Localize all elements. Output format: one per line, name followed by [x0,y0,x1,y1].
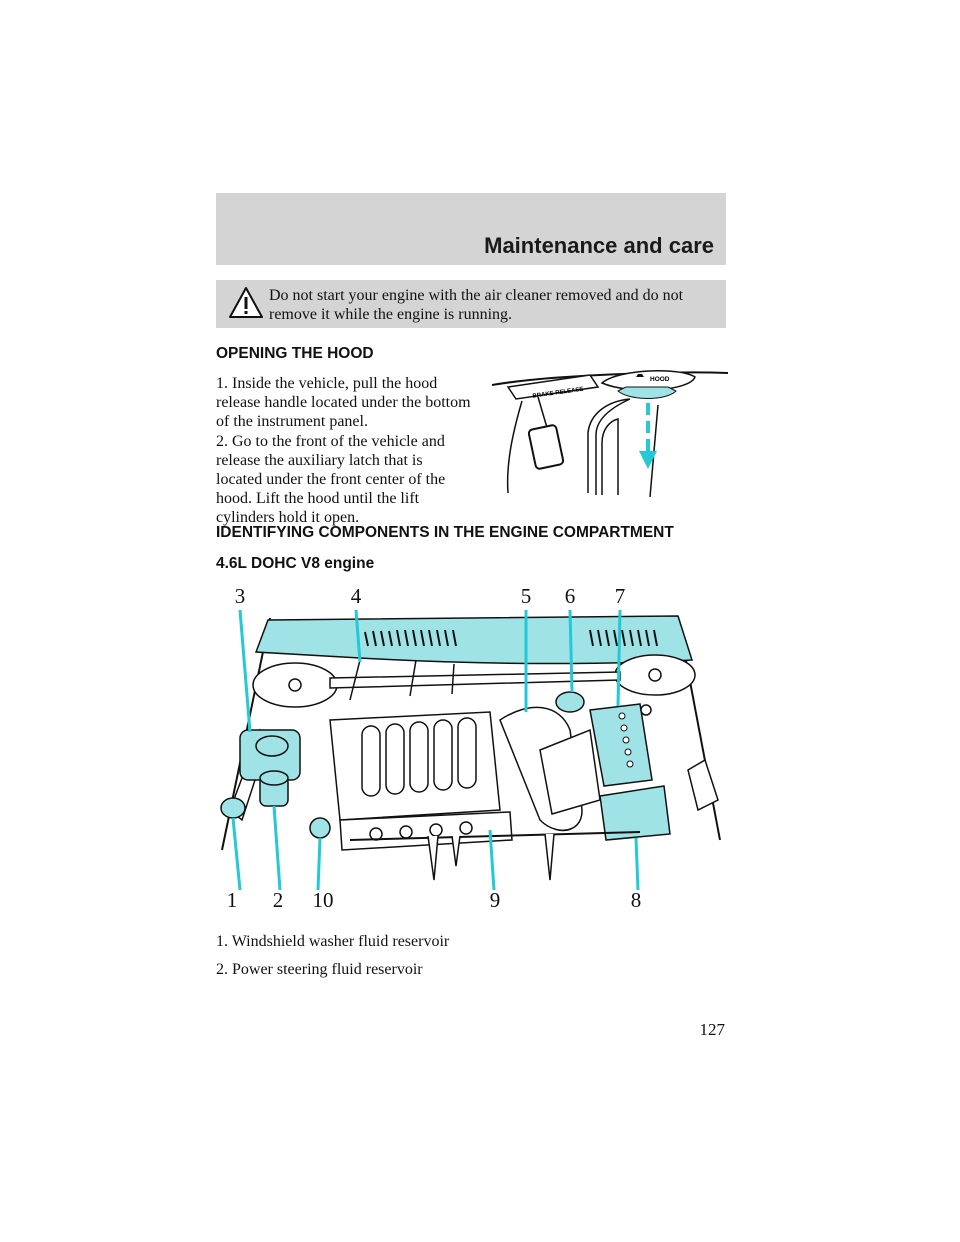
hood-release-illustration: BRAKE RELEASE HOOD [491,370,729,498]
warning-text: Do not start your engine with the air cl… [269,287,684,323]
brake-fluid-reservoir [555,691,585,713]
opening-hood-heading: OPENING THE HOOD [216,345,374,362]
callout-4: 4 [350,584,362,608]
opening-hood-step-1: 1. Inside the vehicle, pull the hood rel… [216,375,471,430]
callout-9: 9 [489,888,501,912]
opening-hood-step-2: 2. Go to the front of the vehicle and re… [216,433,446,526]
callout-1: 1 [226,888,238,912]
arrow-down-icon [639,451,657,469]
washer-reservoir-cap [220,797,246,819]
callout-5: 5 [520,584,532,608]
warning-icon [229,287,263,318]
air-cleaner [599,785,671,841]
callout-3: 3 [234,584,246,608]
battery [589,703,653,787]
section-title: Maintenance and care [484,233,714,258]
callout-6: 6 [564,584,576,608]
oil-fill-cap [309,817,331,839]
engine-heading: 4.6L DOHC V8 engine [216,555,375,572]
page-number: 127 [699,1020,726,1039]
header-band: Maintenance and care [216,193,726,265]
engine-compartment-diagram [220,609,721,890]
brake-pedal [527,424,565,470]
components-heading: IDENTIFYING COMPONENTS IN THE ENGINE COM… [216,524,674,541]
callout-2: 2 [272,888,284,912]
cowl-panel [254,615,694,665]
legend-item-2: 2. Power steering fluid reservoir [216,961,423,978]
legend-item-1: 1. Windshield washer fluid reservoir [216,933,450,950]
callout-10: 10 [312,888,334,912]
callout-8: 8 [630,888,642,912]
hood-label: HOOD [650,376,670,383]
callout-7: 7 [614,584,626,608]
warning-box: Do not start your engine with the air cl… [216,280,726,328]
callout-leader-lines [231,609,640,890]
